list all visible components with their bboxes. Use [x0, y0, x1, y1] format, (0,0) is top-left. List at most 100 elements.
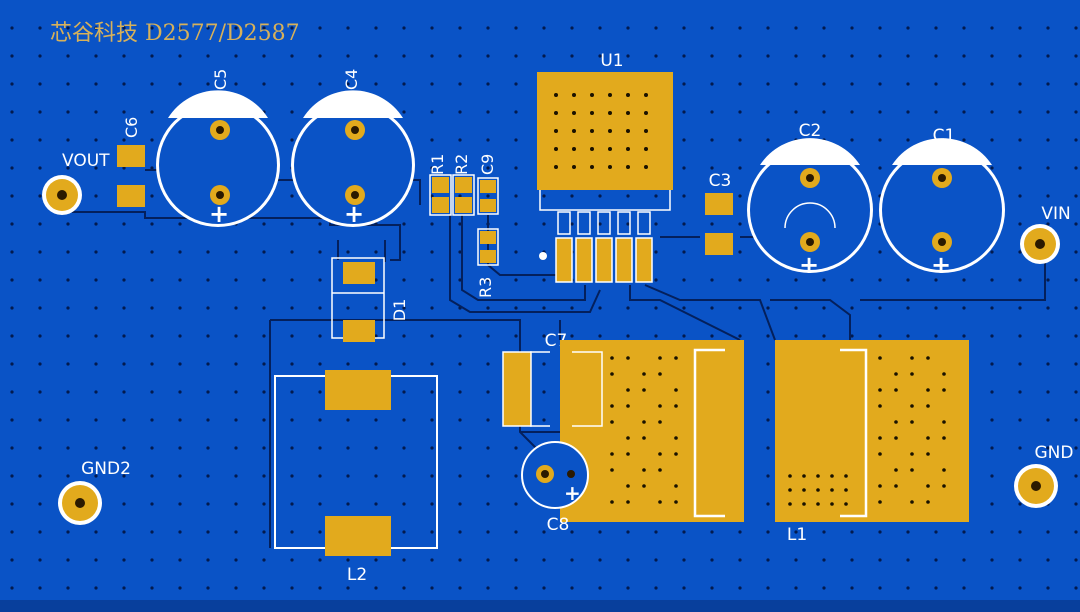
c2-inner-arc [784, 202, 836, 229]
thermal-via [554, 129, 558, 133]
via [906, 82, 910, 86]
d1-pad-anode[interactable] [343, 320, 375, 342]
via [290, 502, 294, 506]
via [122, 530, 126, 534]
via [10, 558, 14, 562]
via [234, 82, 238, 86]
via [570, 194, 574, 198]
via [150, 278, 154, 282]
via [766, 446, 770, 450]
via [290, 586, 294, 590]
r1-pad-top[interactable] [432, 177, 449, 193]
via [66, 222, 70, 226]
thermal-via [626, 129, 630, 133]
u1-pin-2[interactable] [575, 237, 593, 283]
via [682, 278, 686, 282]
thermal-via [674, 436, 678, 440]
thermal-via [788, 474, 792, 478]
via [94, 390, 98, 394]
u1-pin-1[interactable] [555, 237, 573, 283]
c6-pad-top[interactable] [117, 145, 145, 167]
via [850, 530, 854, 534]
via [654, 278, 658, 282]
via [514, 138, 518, 142]
thermal-via [644, 129, 648, 133]
via [626, 586, 630, 590]
via [766, 278, 770, 282]
thermal-via [572, 129, 576, 133]
r3-pad-bottom[interactable] [480, 250, 496, 263]
l2-pad-top[interactable] [325, 370, 391, 410]
via [850, 54, 854, 58]
trace-u1-fb [644, 284, 776, 341]
via [234, 530, 238, 534]
via [794, 278, 798, 282]
u1-tab-pad[interactable] [537, 72, 673, 190]
d1-pad-cathode[interactable] [343, 262, 375, 284]
via [430, 110, 434, 114]
u1-body-outline [539, 190, 671, 211]
via [906, 306, 910, 310]
via [178, 586, 182, 590]
via [150, 138, 154, 142]
c9-pad-bottom[interactable] [480, 199, 496, 212]
r1-pad-bottom[interactable] [432, 197, 449, 213]
thermal-via [608, 129, 612, 133]
via [290, 306, 294, 310]
u1-pin-3[interactable] [595, 237, 613, 283]
via [458, 390, 462, 394]
via [822, 110, 826, 114]
via [1018, 306, 1022, 310]
via [150, 502, 154, 506]
thermal-via [894, 436, 898, 440]
via [318, 446, 322, 450]
via [10, 222, 14, 226]
via [486, 558, 490, 562]
c7-pad[interactable] [502, 351, 532, 427]
via [234, 586, 238, 590]
via [738, 306, 742, 310]
thermal-via [572, 147, 576, 151]
via [710, 558, 714, 562]
via [206, 54, 210, 58]
u1-pin1-marker [539, 252, 547, 260]
gnd-label: GND [1035, 443, 1074, 463]
c6-pad-bottom[interactable] [117, 185, 145, 207]
l1-pad-left[interactable] [560, 340, 744, 522]
c9-pad-top[interactable] [480, 180, 496, 193]
trace-r1 [449, 215, 601, 313]
c3-pad-bottom[interactable] [705, 233, 733, 255]
via [1074, 446, 1078, 450]
r2-pad-bottom[interactable] [455, 197, 472, 213]
thermal-via [942, 484, 946, 488]
r3-label: R3 [476, 277, 495, 298]
c8-outline [521, 441, 589, 509]
via [402, 26, 406, 30]
via [794, 26, 798, 30]
l2-pad-bottom[interactable] [325, 516, 391, 556]
thermal-via [878, 484, 882, 488]
via [514, 54, 518, 58]
thermal-via [926, 500, 930, 504]
via [878, 166, 882, 170]
thermal-via [658, 356, 662, 360]
u1-pin-4[interactable] [615, 237, 633, 283]
via [766, 586, 770, 590]
via [1074, 222, 1078, 226]
via [346, 54, 350, 58]
l1-pad-right[interactable] [775, 340, 969, 522]
via [318, 334, 322, 338]
u1-lead-pads [555, 237, 653, 283]
via [402, 530, 406, 534]
c3-pad-top[interactable] [705, 193, 733, 215]
via [458, 418, 462, 422]
via [94, 530, 98, 534]
via [1018, 390, 1022, 394]
u1-pin-5[interactable] [635, 237, 653, 283]
via [962, 306, 966, 310]
via [262, 362, 266, 366]
r2-pad-top[interactable] [455, 177, 472, 193]
via [542, 278, 546, 282]
r3-pad-top[interactable] [480, 231, 496, 244]
via [1018, 82, 1022, 86]
